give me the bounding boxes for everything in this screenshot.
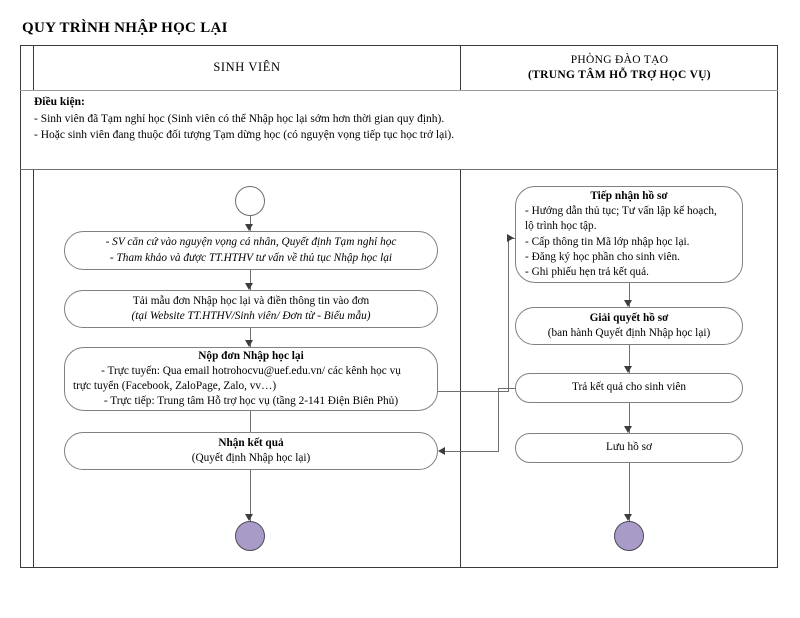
office-node2-line1: (ban hành Quyết định Nhập học lại) bbox=[547, 327, 711, 339]
arrow-down-node4-end bbox=[245, 514, 253, 521]
column-header-office: PHÒNG ĐÀO TẠO (TRUNG TÂM HỖ TRỢ HỌC VỤ) bbox=[461, 45, 778, 90]
column-divider-body bbox=[460, 169, 461, 568]
connector-node2-to-node3 bbox=[249, 328, 251, 347]
office-header-line2: (TRUNG TÂM HỖ TRỢ HỌC VỤ) bbox=[528, 68, 711, 81]
office-node1-line1: - Hướng dẫn thủ tục; Tư vấn lập kế hoạch… bbox=[525, 205, 717, 217]
office-node-archive-dossier[interactable]: Lưu hồ sơ bbox=[515, 433, 743, 463]
student-node3-line1: - Trực tuyến: Qua email hotrohocvu@uef.e… bbox=[101, 364, 401, 377]
arrow-down-node2-node3 bbox=[245, 340, 253, 347]
connector-submit-right bbox=[438, 391, 509, 393]
connector-return-from-office bbox=[498, 388, 516, 390]
header-rule bbox=[20, 90, 778, 91]
conditions-item-2: - Hoặc sinh viên đang thuộc đối tượng Tạ… bbox=[34, 129, 455, 142]
student-end-circle bbox=[235, 521, 265, 551]
connector-office1-to-office2 bbox=[628, 283, 630, 307]
conditions-label: Điều kiện: bbox=[34, 96, 85, 108]
office-node-return-result[interactable]: Trả kết quả cho sinh viên bbox=[515, 373, 743, 403]
office-node2-title: Giải quyết hồ sơ bbox=[589, 311, 669, 324]
diagram-frame bbox=[20, 45, 778, 568]
student-node4-title: Nhận kết quả bbox=[218, 436, 284, 449]
start-circle bbox=[235, 186, 265, 216]
connector-submit-up bbox=[508, 238, 510, 392]
student-node1-line1: - SV căn cứ vào nguyện vọng cá nhân, Quy… bbox=[105, 236, 397, 249]
student-node3-title: Nộp đơn Nhập học lại bbox=[198, 349, 304, 362]
connector-node3-to-node4 bbox=[249, 411, 251, 432]
student-node3-line2: trực tuyến (Facebook, ZaloPage, Zalo, vv… bbox=[73, 380, 277, 392]
column-header-student: SINH VIÊN bbox=[213, 60, 281, 74]
spine-divider-top bbox=[33, 45, 34, 90]
connector-node4-to-end bbox=[249, 470, 251, 522]
office-node1-line2: lộ trình học tập. bbox=[525, 220, 597, 233]
student-node-consider-request[interactable]: - SV căn cứ vào nguyện vọng cá nhân, Quy… bbox=[64, 231, 438, 270]
office-node3-line1: Trả kết quả cho sinh viên bbox=[571, 381, 687, 394]
spine-divider bbox=[33, 169, 34, 568]
student-node3-line3: - Trực tiếp: Trung tâm Hỗ trợ học vụ (tầ… bbox=[103, 395, 399, 408]
conditions-block: Điều kiện: - Sinh viên đã Tạm nghỉ học (… bbox=[34, 94, 774, 144]
office-node-receive-dossier[interactable]: Tiếp nhận hồ sơ - Hướng dẫn thủ tục; Tư … bbox=[515, 186, 743, 283]
connector-return-down bbox=[498, 388, 500, 451]
conditions-rule bbox=[20, 169, 778, 170]
student-node2-line2: (tại Website TT.HTHV/Sinh viên/ Đơn từ -… bbox=[131, 310, 371, 322]
column-divider-header bbox=[460, 45, 461, 90]
arrow-down-node1-node2 bbox=[245, 283, 253, 290]
conditions-item-1: - Sinh viên đã Tạm nghỉ học (Sinh viên c… bbox=[34, 112, 445, 125]
student-node-submit-application[interactable]: Nộp đơn Nhập học lại - Trực tuyến: Qua e… bbox=[64, 347, 438, 411]
student-node1-line2: - Tham khảo và được TT.HTHV tư vấn về th… bbox=[109, 251, 393, 264]
arrow-down-start-node1 bbox=[245, 224, 253, 231]
office-node-process-dossier[interactable]: Giải quyết hồ sơ (ban hành Quyết định Nh… bbox=[515, 307, 743, 345]
arrow-down-office1-office2 bbox=[624, 300, 632, 307]
connector-node1-to-node2 bbox=[249, 270, 251, 290]
office-node1-line5: - Ghi phiếu hẹn trả kết quả. bbox=[525, 266, 649, 278]
connector-office3-to-office4 bbox=[628, 403, 630, 433]
arrow-down-office2-office3 bbox=[624, 366, 632, 373]
arrow-down-office4-end bbox=[624, 514, 632, 521]
office-node4-line1: Lưu hồ sơ bbox=[606, 441, 652, 454]
arrow-down-office3-office4 bbox=[624, 426, 632, 433]
student-node4-line1: (Quyết định Nhập học lại) bbox=[191, 452, 311, 464]
student-node-download-form[interactable]: Tải mẫu đơn Nhập học lại và điền thông t… bbox=[64, 290, 438, 328]
arrow-right-submit-to-receive bbox=[507, 233, 514, 242]
office-node1-line3: - Cấp thông tin Mã lớp nhập học lại. bbox=[525, 235, 690, 248]
student-node-receive-result[interactable]: Nhận kết quả (Quyết định Nhập học lại) bbox=[64, 432, 438, 470]
connector-office4-to-end bbox=[628, 463, 630, 522]
page-title: QUY TRÌNH NHẬP HỌC LẠI bbox=[22, 20, 228, 36]
connector-return-left bbox=[443, 451, 499, 453]
office-node1-title: Tiếp nhận hồ sơ bbox=[590, 189, 668, 202]
office-node1-line4: - Đăng ký học phần cho sinh viên. bbox=[525, 250, 680, 263]
office-end-circle bbox=[614, 521, 644, 551]
office-header-line1: PHÒNG ĐÀO TẠO bbox=[570, 54, 669, 67]
student-node2-line1: Tải mẫu đơn Nhập học lại và điền thông t… bbox=[132, 294, 370, 307]
arrow-left-return-to-receive bbox=[438, 446, 445, 455]
connector-office2-to-office3 bbox=[628, 345, 630, 373]
